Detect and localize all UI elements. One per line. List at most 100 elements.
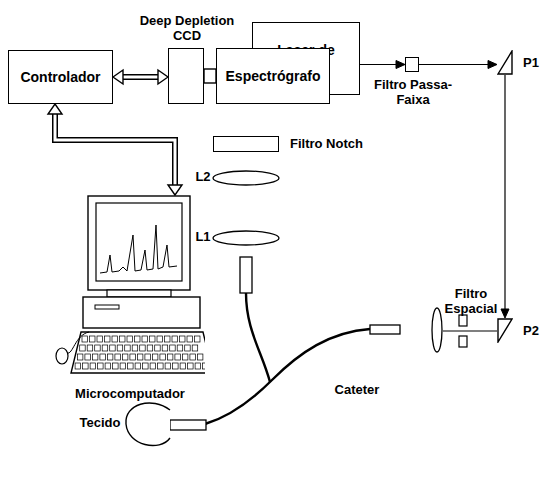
- monitor-stand: [107, 290, 171, 297]
- key: [150, 363, 156, 369]
- key: [140, 345, 146, 351]
- prism-outline: [498, 319, 512, 342]
- monitor-screen: [96, 203, 182, 281]
- node-label: Filtro Notch: [290, 137, 363, 152]
- raman-spectrum: [100, 225, 177, 273]
- prism-symbol: [497, 318, 513, 343]
- key: [77, 354, 83, 360]
- key: [180, 363, 186, 369]
- key: [173, 363, 179, 369]
- beam-line: [360, 64, 396, 65]
- key: [85, 354, 91, 360]
- key: [132, 345, 138, 351]
- key: [197, 354, 203, 360]
- node-label: Espectrógrafo: [226, 68, 321, 84]
- key: [182, 354, 188, 360]
- key: [127, 336, 133, 342]
- key: [107, 354, 113, 360]
- key: [80, 345, 86, 351]
- connector: [48, 104, 182, 195]
- floppy-slot: [95, 305, 119, 309]
- key: [172, 336, 178, 342]
- key: [95, 345, 101, 351]
- key: [87, 345, 93, 351]
- key: [158, 363, 164, 369]
- key: [75, 363, 81, 369]
- part-label: Cateter: [322, 383, 392, 398]
- microcomputer: Microcomputador: [55, 195, 205, 405]
- key: [137, 354, 143, 360]
- connector-outline: [55, 114, 175, 185]
- key: [90, 363, 96, 369]
- prism: P1: [497, 50, 513, 75]
- key: [155, 345, 161, 351]
- prism-symbol: [497, 50, 513, 75]
- monitor: [88, 196, 190, 290]
- key: [122, 354, 128, 360]
- lens-l1: [213, 231, 279, 245]
- key: [112, 336, 118, 342]
- controller-box: Controlador: [8, 50, 113, 104]
- key: [162, 345, 168, 351]
- key: [130, 354, 136, 360]
- connector: [113, 70, 168, 84]
- beam-line: [504, 75, 505, 309]
- key: [145, 354, 151, 360]
- laser-beam: [443, 330, 497, 331]
- key: [120, 336, 126, 342]
- key: [92, 354, 98, 360]
- connector-outline: [123, 74, 158, 80]
- connector-inner: [55, 114, 175, 185]
- key: [113, 363, 119, 369]
- arrowhead: [488, 61, 497, 69]
- part-label: L1: [192, 230, 214, 245]
- key: [190, 354, 196, 360]
- key: [128, 363, 134, 369]
- arrowhead: [168, 185, 182, 195]
- computer-illustration: [55, 195, 205, 405]
- spatial-filter-plate: [459, 315, 467, 326]
- key: [115, 354, 121, 360]
- key: [180, 336, 186, 342]
- cpu-case: [83, 297, 200, 328]
- node-label: P2: [523, 323, 539, 338]
- prism: P2: [497, 318, 513, 343]
- key: [195, 363, 201, 369]
- lens-l2: [213, 171, 279, 185]
- key: [192, 345, 198, 351]
- catheter-tip: [170, 420, 206, 430]
- key: [185, 345, 191, 351]
- connector: [204, 69, 216, 83]
- key: [150, 336, 156, 342]
- keyboard: [71, 332, 205, 373]
- key: [170, 345, 176, 351]
- arrowhead: [501, 309, 509, 318]
- fiber-connector: [240, 257, 252, 293]
- mouse-cable: [67, 332, 89, 353]
- key: [175, 354, 181, 360]
- key: [97, 336, 103, 342]
- arrowhead: [48, 104, 62, 114]
- key: [83, 363, 89, 369]
- node-label: P1: [523, 55, 539, 70]
- part-label: Tecido: [72, 416, 128, 431]
- arrowhead: [113, 70, 123, 84]
- key: [110, 345, 116, 351]
- key: [105, 363, 111, 369]
- key: [152, 354, 158, 360]
- key: [188, 363, 194, 369]
- key: [165, 363, 171, 369]
- node-label: Deep Depletion CCD: [125, 14, 249, 44]
- ccd-coupler: [204, 69, 216, 83]
- key: [203, 363, 205, 369]
- key: [165, 336, 171, 342]
- catheter-fiber: [246, 293, 270, 382]
- coupling-lens: [432, 308, 442, 352]
- arrowhead: [396, 61, 405, 69]
- key: [167, 354, 173, 360]
- connector: [360, 61, 405, 69]
- key: [90, 336, 96, 342]
- prism-outline: [498, 51, 512, 74]
- key: [157, 336, 163, 342]
- key: [102, 345, 108, 351]
